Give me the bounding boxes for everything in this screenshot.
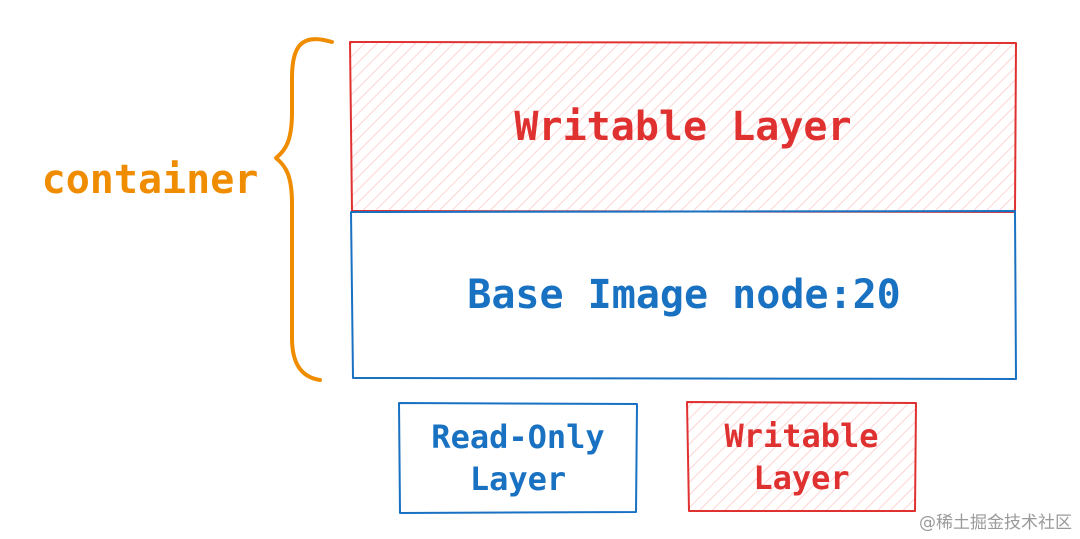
base-image-box [350, 210, 1017, 380]
legend-read-only-label: Read-Only Layer [400, 404, 636, 512]
legend-writable-label: Writable Layer [688, 403, 915, 511]
watermark-text: @稀土掘金技术社区 [919, 513, 1072, 533]
legend-read-only-line1: Read-Only [431, 418, 605, 456]
base-image-label: Base Image node:20 [467, 272, 901, 318]
legend-read-only-line2: Layer [469, 460, 567, 498]
writable-layer-box [349, 41, 1017, 213]
legend-read-only-box [398, 402, 638, 514]
container-brace [274, 37, 334, 382]
legend-writable-line2: Layer [753, 459, 850, 497]
writable-layer-label: Writable Layer [514, 104, 852, 150]
container-label: container [41, 157, 259, 203]
legend-writable-line1: Writable [724, 417, 879, 455]
legend-writable-box [686, 401, 917, 512]
